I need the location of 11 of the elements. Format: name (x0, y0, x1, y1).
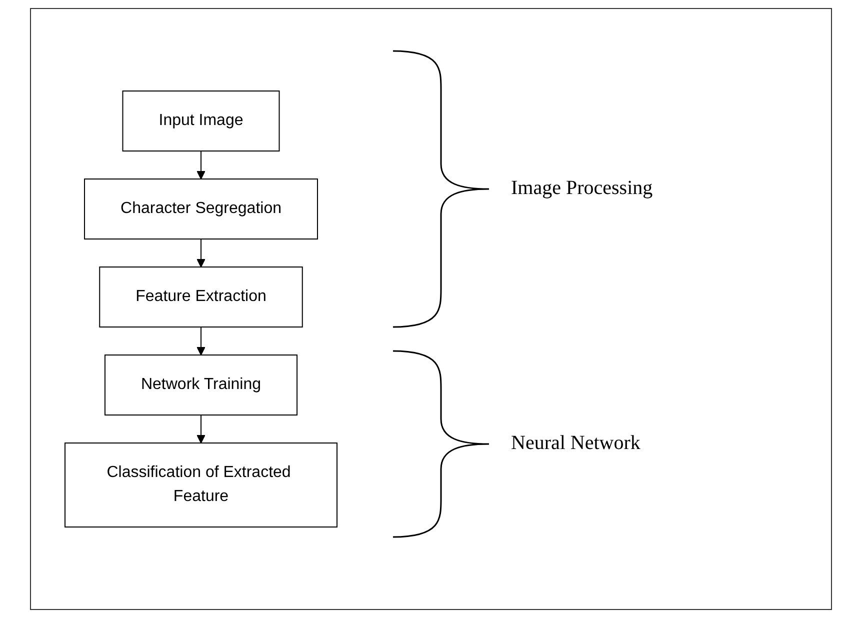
group-label: Neural Network (511, 432, 640, 455)
node-box: Classification of Extracted Feature (64, 442, 338, 528)
node-box: Character Segregation (84, 178, 318, 240)
node-box: Network Training (104, 354, 298, 416)
arrow (196, 414, 206, 444)
arrow (196, 150, 206, 180)
group-label: Image Processing (511, 177, 653, 200)
node-box: Feature Extraction (99, 266, 303, 328)
node-box: Input Image (122, 90, 280, 152)
arrow (196, 326, 206, 356)
arrow (196, 238, 206, 268)
